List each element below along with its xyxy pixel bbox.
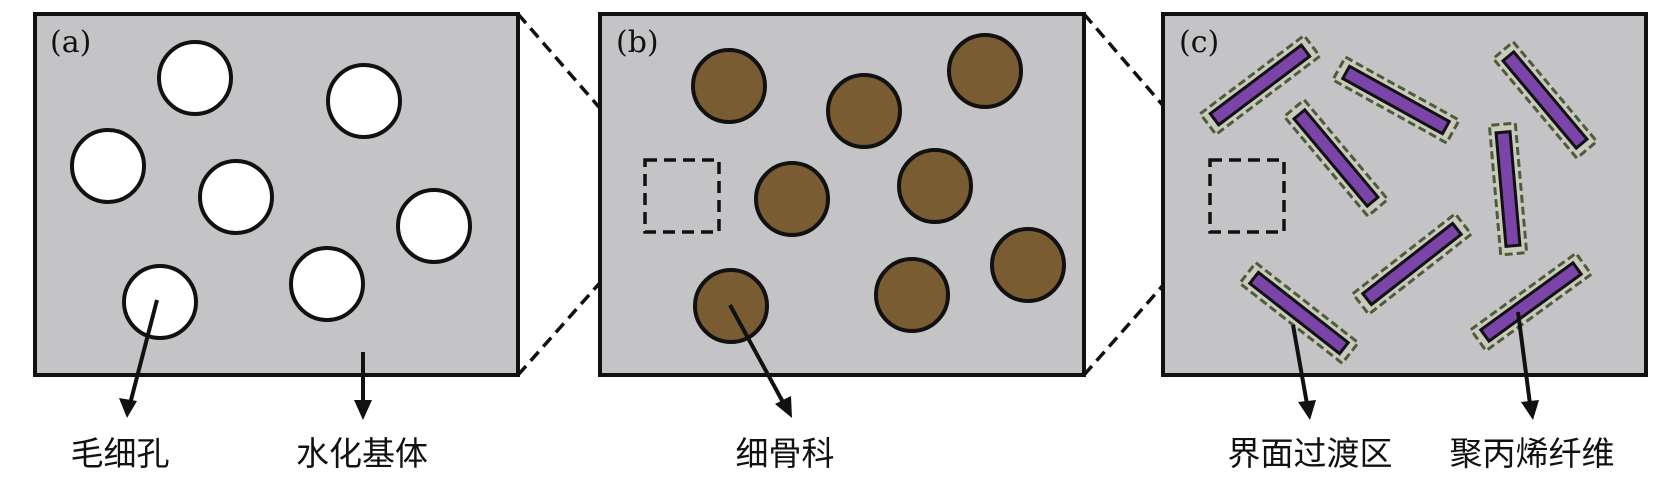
capillary-pore	[396, 188, 472, 264]
polypropylene-fiber	[1494, 129, 1522, 249]
fiber-group	[1237, 260, 1361, 366]
fine-aggregate	[947, 33, 1023, 109]
panel-a-label: (a)	[50, 25, 91, 60]
caption-interface-zone: 界面过渡区	[1228, 434, 1393, 473]
polypropylene-fiber	[1500, 49, 1590, 151]
fiber-group	[1487, 121, 1529, 257]
fine-aggregate	[990, 227, 1066, 303]
callout-arrows	[119, 299, 1539, 420]
capillary-pore	[289, 246, 365, 322]
capillary-pore	[122, 264, 198, 340]
fiber-group	[1282, 97, 1390, 219]
fiber-group	[1350, 211, 1474, 317]
fiber-group	[1330, 55, 1462, 145]
panel-b: (b)	[598, 12, 1086, 377]
capillary-pore	[198, 159, 274, 235]
fine-aggregate	[874, 257, 950, 333]
capillary-pore	[326, 63, 402, 139]
arrowhead	[1298, 400, 1316, 420]
caption-pp-fiber: 聚丙烯纤维	[1450, 434, 1615, 473]
panel-b-label: (b)	[616, 25, 659, 60]
arrowhead	[775, 396, 792, 418]
polypropylene-fiber	[1208, 43, 1312, 127]
polypropylene-fiber	[1340, 64, 1452, 136]
fiber-group	[1491, 39, 1599, 161]
polypropylene-fiber	[1478, 260, 1584, 344]
arrowhead	[1521, 400, 1539, 420]
panel-c-frame	[1161, 12, 1648, 377]
zoom-box-c	[1208, 158, 1286, 234]
arrow-capillary-pore	[128, 299, 159, 405]
arrow-interface-zone	[1291, 324, 1309, 405]
fiber-group	[1198, 33, 1322, 137]
arrow-pp-fiber	[1516, 311, 1532, 405]
polypropylene-fiber	[1291, 107, 1381, 209]
caption-fine-aggregate: 细骨科	[736, 434, 835, 473]
arrowhead	[354, 400, 372, 420]
polypropylene-fiber	[1247, 270, 1351, 356]
arrow-fine-aggregate	[728, 304, 786, 405]
caption-capillary-pore: 毛细孔	[71, 434, 170, 473]
panel-c: (c)	[1161, 12, 1648, 377]
fine-aggregate	[826, 73, 902, 149]
capillary-pore	[157, 40, 233, 116]
zoom-box-b	[643, 158, 721, 234]
fine-aggregate	[754, 161, 830, 237]
arrowhead	[119, 398, 137, 418]
fine-aggregate	[691, 48, 767, 124]
caption-hydrated-matrix: 水化基体	[296, 434, 428, 473]
panel-a: (a)	[33, 12, 520, 377]
panel-c-label: (c)	[1179, 25, 1219, 60]
fiber-group	[1468, 251, 1594, 353]
capillary-pore	[70, 128, 146, 204]
fine-aggregate	[897, 148, 973, 224]
polypropylene-fiber	[1360, 221, 1464, 307]
